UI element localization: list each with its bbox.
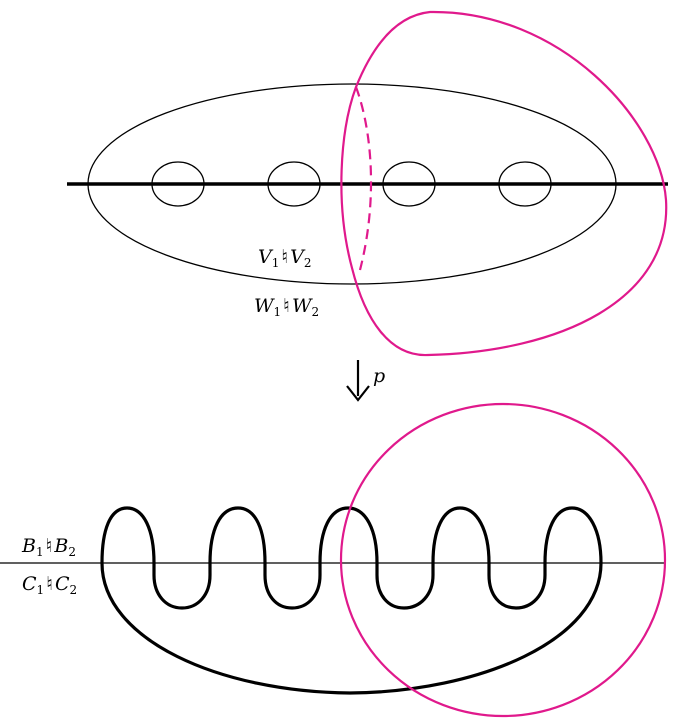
label-w-union: W1♮W2 bbox=[254, 295, 319, 319]
map-arrow-head bbox=[346, 385, 370, 402]
label-b-union: B1♮B2 bbox=[21, 535, 76, 559]
top-magenta-loop bbox=[340, 10, 668, 357]
bottom-black-curve bbox=[100, 506, 603, 695]
map-label: p bbox=[373, 365, 385, 387]
bottom-magenta-circle bbox=[339, 402, 667, 718]
top-magenta-dashed bbox=[354, 86, 373, 271]
label-c-union: C1♮C2 bbox=[22, 573, 77, 597]
label-v-union: V1♮V2 bbox=[258, 246, 312, 270]
